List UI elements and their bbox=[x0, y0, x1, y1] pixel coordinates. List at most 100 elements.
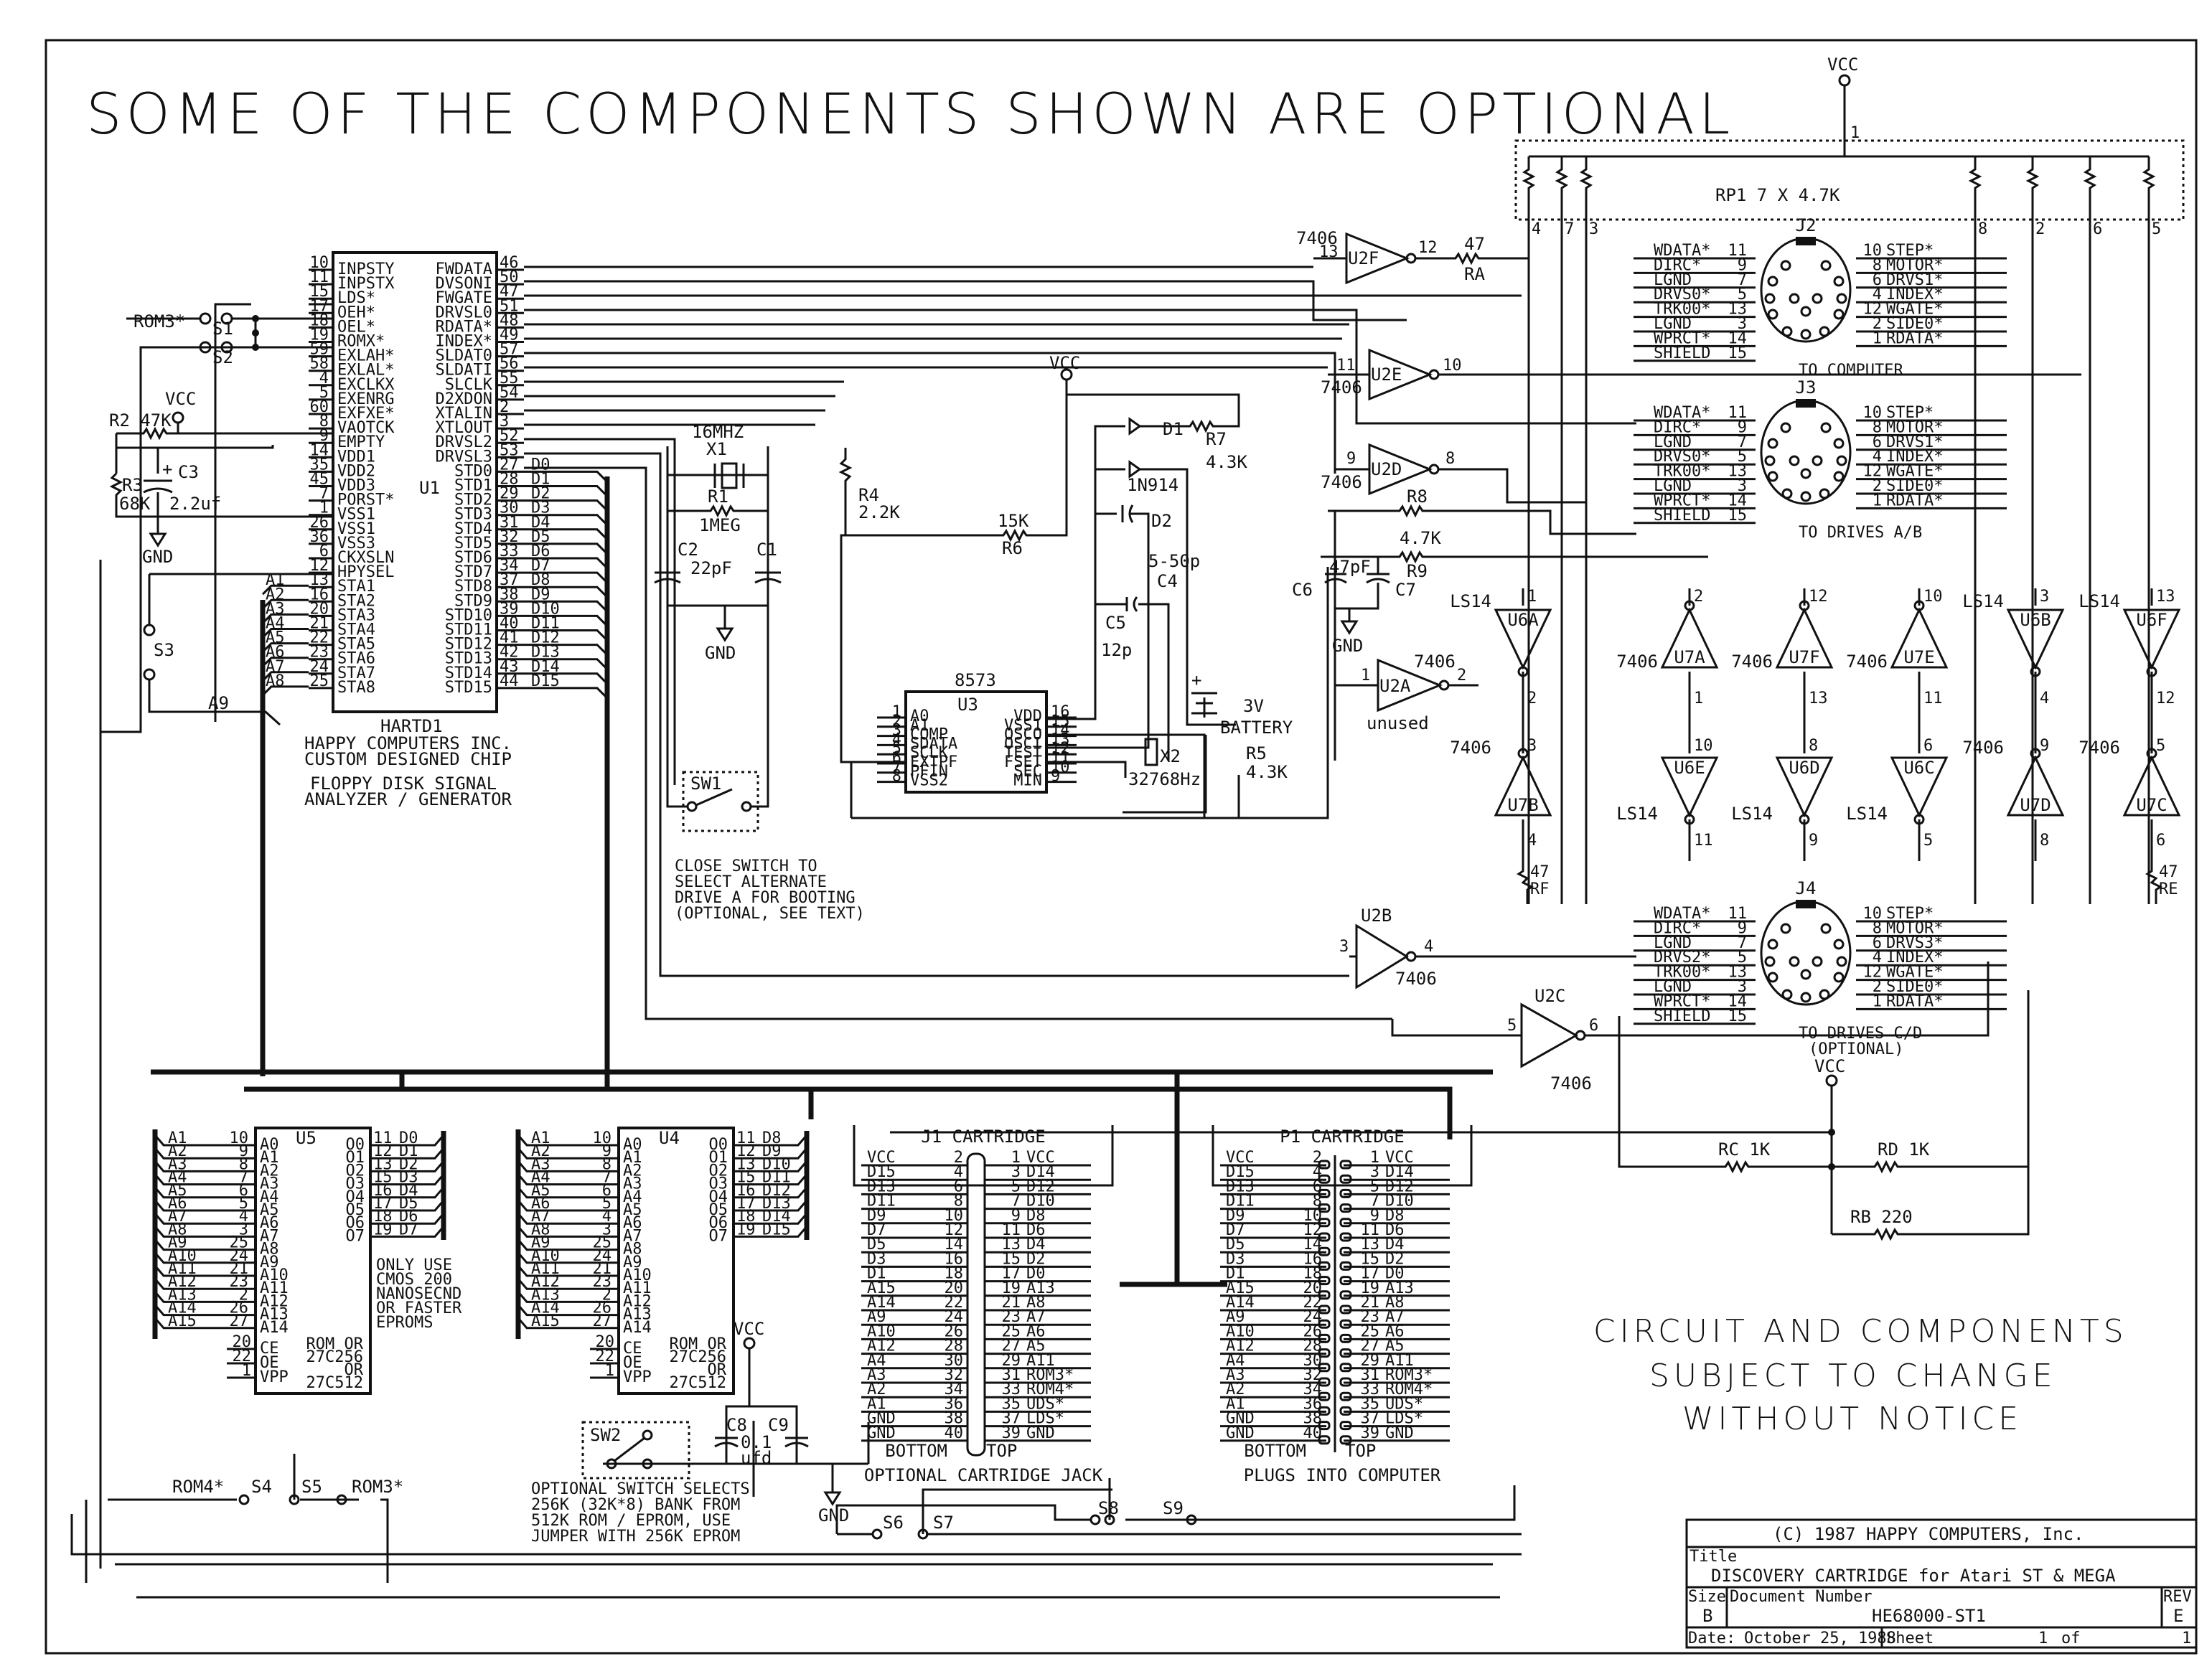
connector-pin: 4 bbox=[1873, 949, 1882, 967]
cartridge-pin: 26 bbox=[945, 1322, 964, 1340]
s8-contact[interactable] bbox=[1089, 1514, 1101, 1525]
u3-pin-name: VSS1 bbox=[1004, 717, 1042, 735]
eprom-data-net: D2 bbox=[399, 1155, 418, 1173]
eprom-output-name: O3 bbox=[709, 1175, 728, 1193]
sw1-contact[interactable] bbox=[686, 801, 698, 812]
eprom-pin-name: A1 bbox=[623, 1149, 642, 1167]
u1-pin-name: STD7 bbox=[454, 563, 492, 581]
cartridge-signal: UDS* bbox=[1385, 1395, 1423, 1413]
eprom-address-net: A9 bbox=[168, 1234, 187, 1252]
s4-s5-contact[interactable] bbox=[289, 1494, 300, 1505]
u1-pin-number: 32 bbox=[500, 528, 519, 546]
eprom-data-net: D4 bbox=[399, 1182, 418, 1200]
s5-contact[interactable] bbox=[336, 1494, 347, 1505]
s1-contact[interactable] bbox=[199, 312, 212, 325]
s9-contact[interactable] bbox=[1186, 1514, 1197, 1525]
sw2-note-1: OPTIONAL SWITCH SELECTS bbox=[531, 1480, 750, 1498]
eprom-address-net: A15 bbox=[168, 1312, 197, 1330]
u2c-out-pin: 6 bbox=[1589, 1017, 1598, 1035]
eprom-pin-number: 6 bbox=[239, 1182, 248, 1200]
sw2-note-3: 512K ROM / EPROM, USE bbox=[531, 1512, 731, 1530]
rom4-net-label: ROM4* bbox=[172, 1477, 224, 1497]
eprom-data-net: D6 bbox=[399, 1208, 418, 1226]
eprom-pin-number: 17 bbox=[373, 1195, 393, 1213]
u1-pin-number: 31 bbox=[500, 514, 519, 532]
u1-pin-number: 17 bbox=[310, 297, 329, 315]
gate-ref: U7C bbox=[2136, 795, 2167, 815]
u1-pin-name: STD12 bbox=[445, 636, 492, 654]
u1-pin-number: 50 bbox=[500, 268, 519, 286]
c3-plus: + bbox=[162, 459, 172, 479]
s6-s7-contact[interactable] bbox=[917, 1528, 929, 1540]
oscillator-16mhz: 16MHZ X1 R1 1MEG C2 C1 22pF GND SW1 CLOS… bbox=[654, 422, 865, 923]
u1-pin-number: 19 bbox=[310, 326, 329, 344]
u1-pin-number: 29 bbox=[500, 485, 519, 503]
sw2-contact[interactable] bbox=[642, 1458, 653, 1470]
connector-signal: DRVS3* bbox=[1886, 934, 1943, 952]
eprom-address-net: A6 bbox=[168, 1195, 187, 1213]
r7-label: R7 bbox=[1206, 429, 1227, 449]
optional-components-note: SOME OF THE COMPONENTS SHOWN ARE OPTIONA… bbox=[86, 83, 1734, 147]
connector-signal: WPRCT* bbox=[1654, 492, 1710, 509]
gate-part: LS14 bbox=[1962, 591, 2004, 611]
cartridge-signal: A4 bbox=[1226, 1352, 1245, 1370]
connector-signal: LGND bbox=[1654, 315, 1692, 333]
connector-pin: 13 bbox=[1728, 964, 1748, 982]
u1-pin-name: EXFXE* bbox=[337, 405, 394, 423]
x1-frequency: 16MHZ bbox=[692, 422, 744, 442]
u3-pin-name: PFIN bbox=[910, 763, 948, 781]
sw2-contact[interactable] bbox=[642, 1429, 653, 1441]
cartridge-signal: A8 bbox=[1385, 1294, 1405, 1312]
s3-contact[interactable] bbox=[143, 624, 156, 636]
cartridge-signal: D10 bbox=[1026, 1193, 1055, 1210]
connector-ref: J4 bbox=[1796, 878, 1817, 898]
s4-contact[interactable] bbox=[238, 1494, 250, 1505]
sw2-note-2: 256K (32K*8) BANK FROM bbox=[531, 1496, 740, 1514]
connector-pin: 6 bbox=[1873, 934, 1882, 952]
eprom-note: NANOSECND bbox=[376, 1285, 461, 1303]
u1-pin-number: 14 bbox=[310, 441, 329, 459]
sw2-contact[interactable] bbox=[606, 1458, 617, 1470]
eprom-pin-number: 26 bbox=[230, 1299, 249, 1317]
eprom-pin-name: A2 bbox=[260, 1162, 279, 1180]
s8-s9-contact[interactable] bbox=[1104, 1514, 1115, 1525]
connector-pin: 15 bbox=[1728, 344, 1748, 362]
cartridge-signal: D4 bbox=[1026, 1236, 1046, 1254]
vcc-label: VCC bbox=[165, 389, 196, 409]
s3-contact[interactable] bbox=[143, 668, 156, 681]
eprom-pin-number: 11 bbox=[736, 1129, 756, 1147]
cartridge-signal: A3 bbox=[1226, 1366, 1245, 1384]
eprom-address-net: A5 bbox=[168, 1182, 187, 1200]
u1-pin-name: STD11 bbox=[445, 621, 492, 639]
size-value: B bbox=[1702, 1606, 1712, 1626]
diode-part: 1N914 bbox=[1127, 475, 1178, 495]
u1-pin-name: STD6 bbox=[454, 549, 492, 567]
u1-pin-name: STD14 bbox=[445, 664, 492, 682]
u2f-part: 7406 bbox=[1296, 228, 1338, 248]
connector-signal: INDEX* bbox=[1886, 949, 1943, 967]
u1-desc-4: ANALYZER / GENERATOR bbox=[304, 789, 512, 809]
cartridge-top-label: TOP bbox=[986, 1441, 1017, 1461]
sw1-contact[interactable] bbox=[741, 801, 752, 812]
connector-signal: STEP* bbox=[1886, 404, 1934, 422]
cartridge-pin: 18 bbox=[945, 1265, 964, 1283]
gate-part: 7406 bbox=[1616, 652, 1658, 672]
connector-pin-socket bbox=[1781, 989, 1793, 1000]
s6-contact[interactable] bbox=[871, 1528, 883, 1540]
eprom-pin-number: 26 bbox=[593, 1299, 612, 1317]
eprom-type: 27C256 bbox=[670, 1348, 726, 1366]
eprom-pin-number: 15 bbox=[373, 1169, 393, 1187]
eprom-data-net: D1 bbox=[399, 1142, 418, 1160]
sw2-vcc-label: VCC bbox=[734, 1319, 764, 1339]
gate-ref: U7F bbox=[1789, 647, 1819, 667]
connector-pin-socket bbox=[1836, 455, 1847, 466]
resistor-ref: RE bbox=[2159, 880, 2178, 898]
u1-pin-number: 3 bbox=[500, 413, 509, 431]
connector-signal: RDATA* bbox=[1886, 992, 1943, 1010]
u1-pin-number: 12 bbox=[310, 557, 329, 575]
cartridge-signal: ROM3* bbox=[1385, 1366, 1433, 1384]
